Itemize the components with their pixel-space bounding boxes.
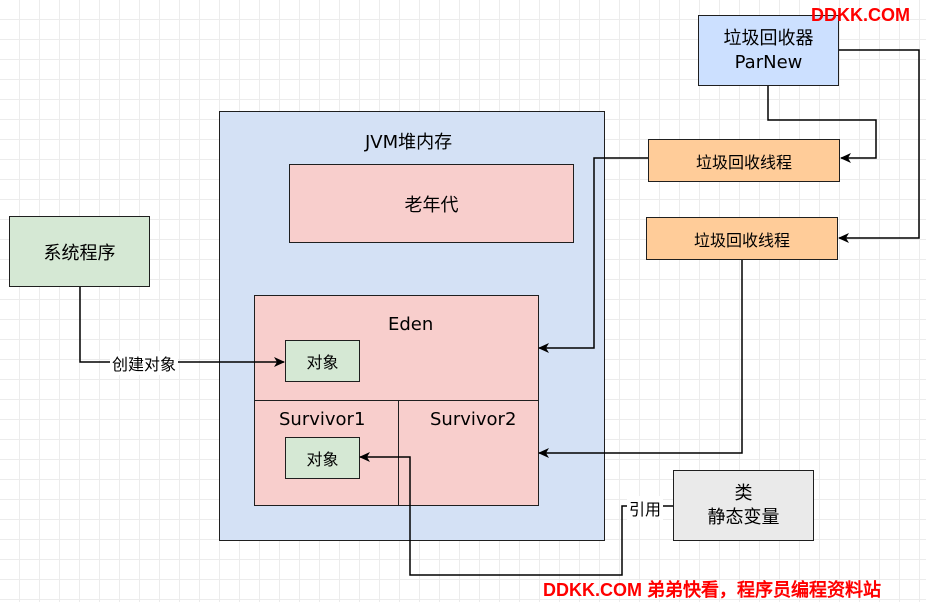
eden-label: Eden: [388, 314, 434, 335]
system-program-label: 系统程序: [43, 242, 116, 264]
edge-collector-to-thread-1: [767, 86, 877, 163]
collector-name: ParNew: [734, 51, 803, 73]
survivor1-object-label: 对象: [306, 450, 339, 469]
gc-thread-2-label: 垃圾回收线程: [693, 230, 790, 250]
old-generation-label: 老年代: [404, 194, 459, 216]
watermark-bottom: DDKK.COM 弟弟快看，程序员编程资料站: [543, 580, 881, 600]
watermark-top: DDKK.COM: [811, 5, 910, 25]
survivor2-region: [398, 400, 539, 506]
edge-label-reference: 引用: [627, 496, 664, 520]
gc-thread-2: 垃圾回收线程: [646, 217, 838, 260]
collector-title: 垃圾回收器: [723, 27, 814, 49]
edge-thread-1-to-eden: [538, 157, 648, 353]
survivor1-label: Survivor1: [279, 409, 366, 430]
survivor1-object: 对象: [285, 437, 360, 479]
eden-object: 对象: [285, 340, 360, 382]
gc-thread-1-label: 垃圾回收线程: [695, 152, 792, 172]
class-label: 类: [734, 482, 753, 504]
garbage-collector-parnew: 垃圾回收器 ParNew: [698, 15, 839, 86]
edge-label-create-object: 创建对象: [110, 351, 179, 375]
static-variable-label: 静态变量: [707, 506, 780, 528]
heap-title: JVM堆内存: [365, 132, 453, 153]
old-generation: 老年代: [289, 164, 574, 243]
edge-collector-to-thread-2: [838, 49, 920, 243]
edge-thread-2-to-survivor2: [538, 260, 743, 458]
gc-thread-1: 垃圾回收线程: [648, 139, 840, 182]
eden-object-label: 对象: [306, 353, 339, 372]
class-static-variable: 类 静态变量: [673, 470, 814, 541]
edge-create-object: [79, 287, 285, 367]
survivor2-label: Survivor2: [430, 409, 517, 430]
system-program: 系统程序: [9, 216, 150, 287]
